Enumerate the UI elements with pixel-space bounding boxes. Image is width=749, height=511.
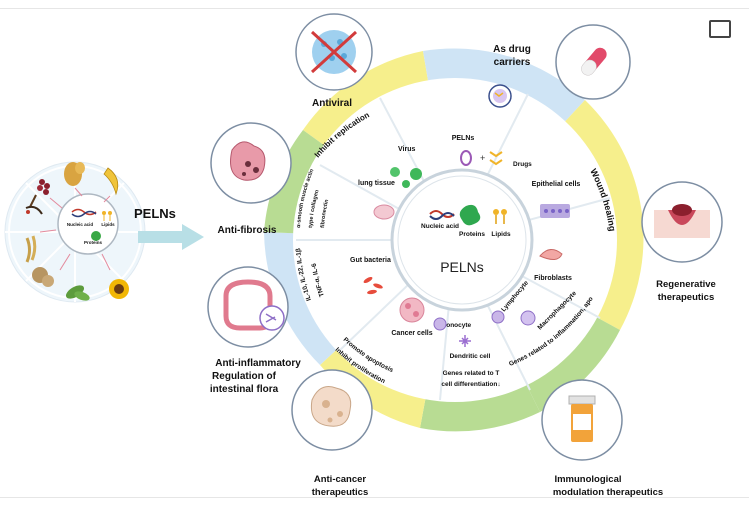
- left-pelns-title: PELNs: [134, 206, 176, 221]
- cancer-cells-label: Cancer cells: [391, 330, 432, 337]
- banana-icon: [103, 167, 119, 196]
- sunflower-icon: [109, 279, 129, 299]
- epithelial-cells-icon: [540, 204, 570, 218]
- herb-icon: [25, 205, 43, 215]
- bottom-divider: [0, 497, 749, 498]
- center-nucleic-label: Nucleic acid: [421, 223, 459, 230]
- flow-arrow: [138, 224, 204, 250]
- macrophagocyte-icon: [520, 310, 536, 326]
- fibroblast-icon: [539, 249, 563, 260]
- antiviral-label: Antiviral: [312, 98, 352, 109]
- left-dna-icon: [71, 208, 97, 218]
- drug-vesicle-icon: [488, 84, 512, 108]
- dendritic-cell-label: Dendritic cell: [450, 353, 491, 360]
- left-source-wheel: Nucleic acid Lipids Proteins: [4, 161, 146, 303]
- drug-carriers-label-1: As drug: [493, 44, 531, 55]
- left-proteins-label: Proteins: [84, 240, 103, 245]
- virus-label: Virus: [398, 146, 415, 153]
- center-nucleic-text: Nucleic acid: [421, 223, 459, 230]
- lymphocyte-icon: [491, 310, 505, 324]
- fibrosis-markers-label-3: fibronectin: [320, 198, 330, 228]
- top-divider: [0, 8, 749, 9]
- left-protein-icon: [91, 231, 101, 241]
- anti-cancer-label-2: therapeutics: [312, 487, 369, 498]
- fibrosis-markers-text-3: fibronectin: [320, 198, 330, 228]
- center-pelns-title: PELNs: [440, 259, 484, 275]
- anti-fibrosis-circle: [210, 122, 292, 204]
- center-proteins-label: Proteins: [459, 231, 485, 238]
- svg-text:+: +: [480, 153, 485, 163]
- immunological-circle: [541, 379, 623, 461]
- center-protein-icon: [459, 204, 481, 226]
- anti-inflammatory-label-1: Anti-inflammatory: [215, 358, 301, 369]
- monocyte-icon: [433, 317, 447, 331]
- anti-fibrosis-label: Anti-fibrosis: [218, 225, 277, 236]
- lung-tissue-icon: [373, 204, 395, 220]
- center-lipids-label: Lipids: [491, 231, 511, 238]
- capsule-icon: [581, 47, 607, 76]
- regenerative-label-2: therapeutics: [658, 292, 715, 303]
- antiviral-circle: [295, 13, 373, 91]
- drug-loading-icon: +: [460, 150, 503, 166]
- pill-bottle-icon: [568, 395, 596, 442]
- left-lipid-icon: [102, 211, 112, 221]
- monocyte-label: Monocyte: [441, 322, 472, 329]
- center-lipid-icon: [493, 209, 507, 224]
- drug-carriers-label-2: carriers: [494, 57, 531, 68]
- intestine-circle: [207, 266, 289, 348]
- anti-cancer-label-1: Anti-cancer: [314, 474, 367, 485]
- cancer-cells-icon: [399, 297, 425, 323]
- dendritic-cell-icon: [459, 335, 471, 347]
- left-nucleic-label: Nucleic acid: [67, 222, 94, 227]
- genes-t-cell-label-2: cell differentiation↓: [441, 381, 500, 388]
- anti-cancer-circle: [291, 369, 373, 451]
- anti-inflammatory-label-2: Regulation of: [212, 371, 277, 382]
- gut-bacteria-icon: [363, 276, 383, 295]
- regenerative-label-1: Regenerative: [656, 279, 716, 290]
- gut-bacteria-label: Gut bacteria: [350, 257, 391, 264]
- lung-tissue-label: lung tissue: [358, 180, 395, 187]
- fullscreen-icon[interactable]: [709, 20, 731, 38]
- immunological-label-1: Immunological: [554, 474, 621, 485]
- virus-icon: [390, 167, 422, 188]
- left-lipids-label: Lipids: [101, 222, 115, 227]
- leaf-icon: [65, 285, 90, 301]
- immunological-label-2: modulation therapeutics: [553, 487, 663, 498]
- grain-icon: [32, 267, 54, 287]
- center-dna-icon: [429, 210, 455, 220]
- grape-icon: [29, 179, 50, 208]
- regenerative-circle: [641, 181, 723, 263]
- drugs-label: Drugs: [513, 161, 532, 168]
- drug-carrier-circle: [555, 24, 631, 100]
- genes-t-cell-label-1: Genes related to T: [443, 370, 500, 377]
- fibroblasts-label: Fibroblasts: [534, 275, 572, 282]
- pelns-drug-label: PELNs: [452, 135, 475, 142]
- epithelial-text: Epithelial cells: [532, 181, 581, 188]
- rice-icon: [25, 235, 37, 263]
- epithelial-label: Epithelial cells: [532, 181, 581, 188]
- anti-inflammatory-label-3: intestinal flora: [210, 384, 279, 395]
- ginger-icon: [64, 162, 85, 186]
